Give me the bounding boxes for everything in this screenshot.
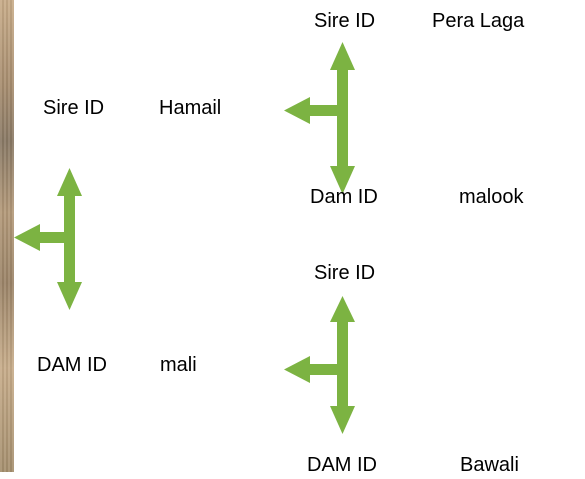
grandsire-paternal-name: Pera Laga [432, 10, 525, 32]
grandsire-paternal-label: Sire ID [314, 10, 376, 32]
sire-name: Hamail [159, 97, 222, 119]
granddam-maternal-label: DAM ID [307, 454, 377, 476]
down-arrow-icon [330, 166, 355, 194]
granddam-maternal-name: Bawali [460, 454, 519, 476]
down-arrow-icon [57, 282, 82, 310]
vertical-link [337, 68, 348, 168]
root-parents-connector [14, 168, 82, 310]
mali-parents-connector [284, 296, 355, 434]
granddam-paternal-name: malook [459, 186, 524, 208]
up-arrow-icon [330, 296, 355, 322]
horizontal-link [308, 105, 344, 116]
sire-label: Sire ID [43, 97, 105, 119]
left-arrow-icon [284, 356, 310, 383]
up-arrow-icon [57, 168, 82, 196]
grandsire-maternal-label: Sire ID [314, 262, 376, 284]
up-arrow-icon [330, 42, 355, 70]
left-arrow-icon [284, 97, 310, 124]
dam-name: mali [160, 354, 197, 376]
dam-label: DAM ID [37, 354, 107, 376]
down-arrow-icon [330, 406, 355, 434]
left-arrow-icon [14, 224, 40, 251]
horizontal-link [37, 232, 73, 243]
horizontal-link [308, 364, 344, 375]
granddam-paternal-label: Dam ID [310, 186, 378, 208]
hamail-parents-connector [284, 42, 355, 194]
background-photo-strip [0, 0, 14, 472]
